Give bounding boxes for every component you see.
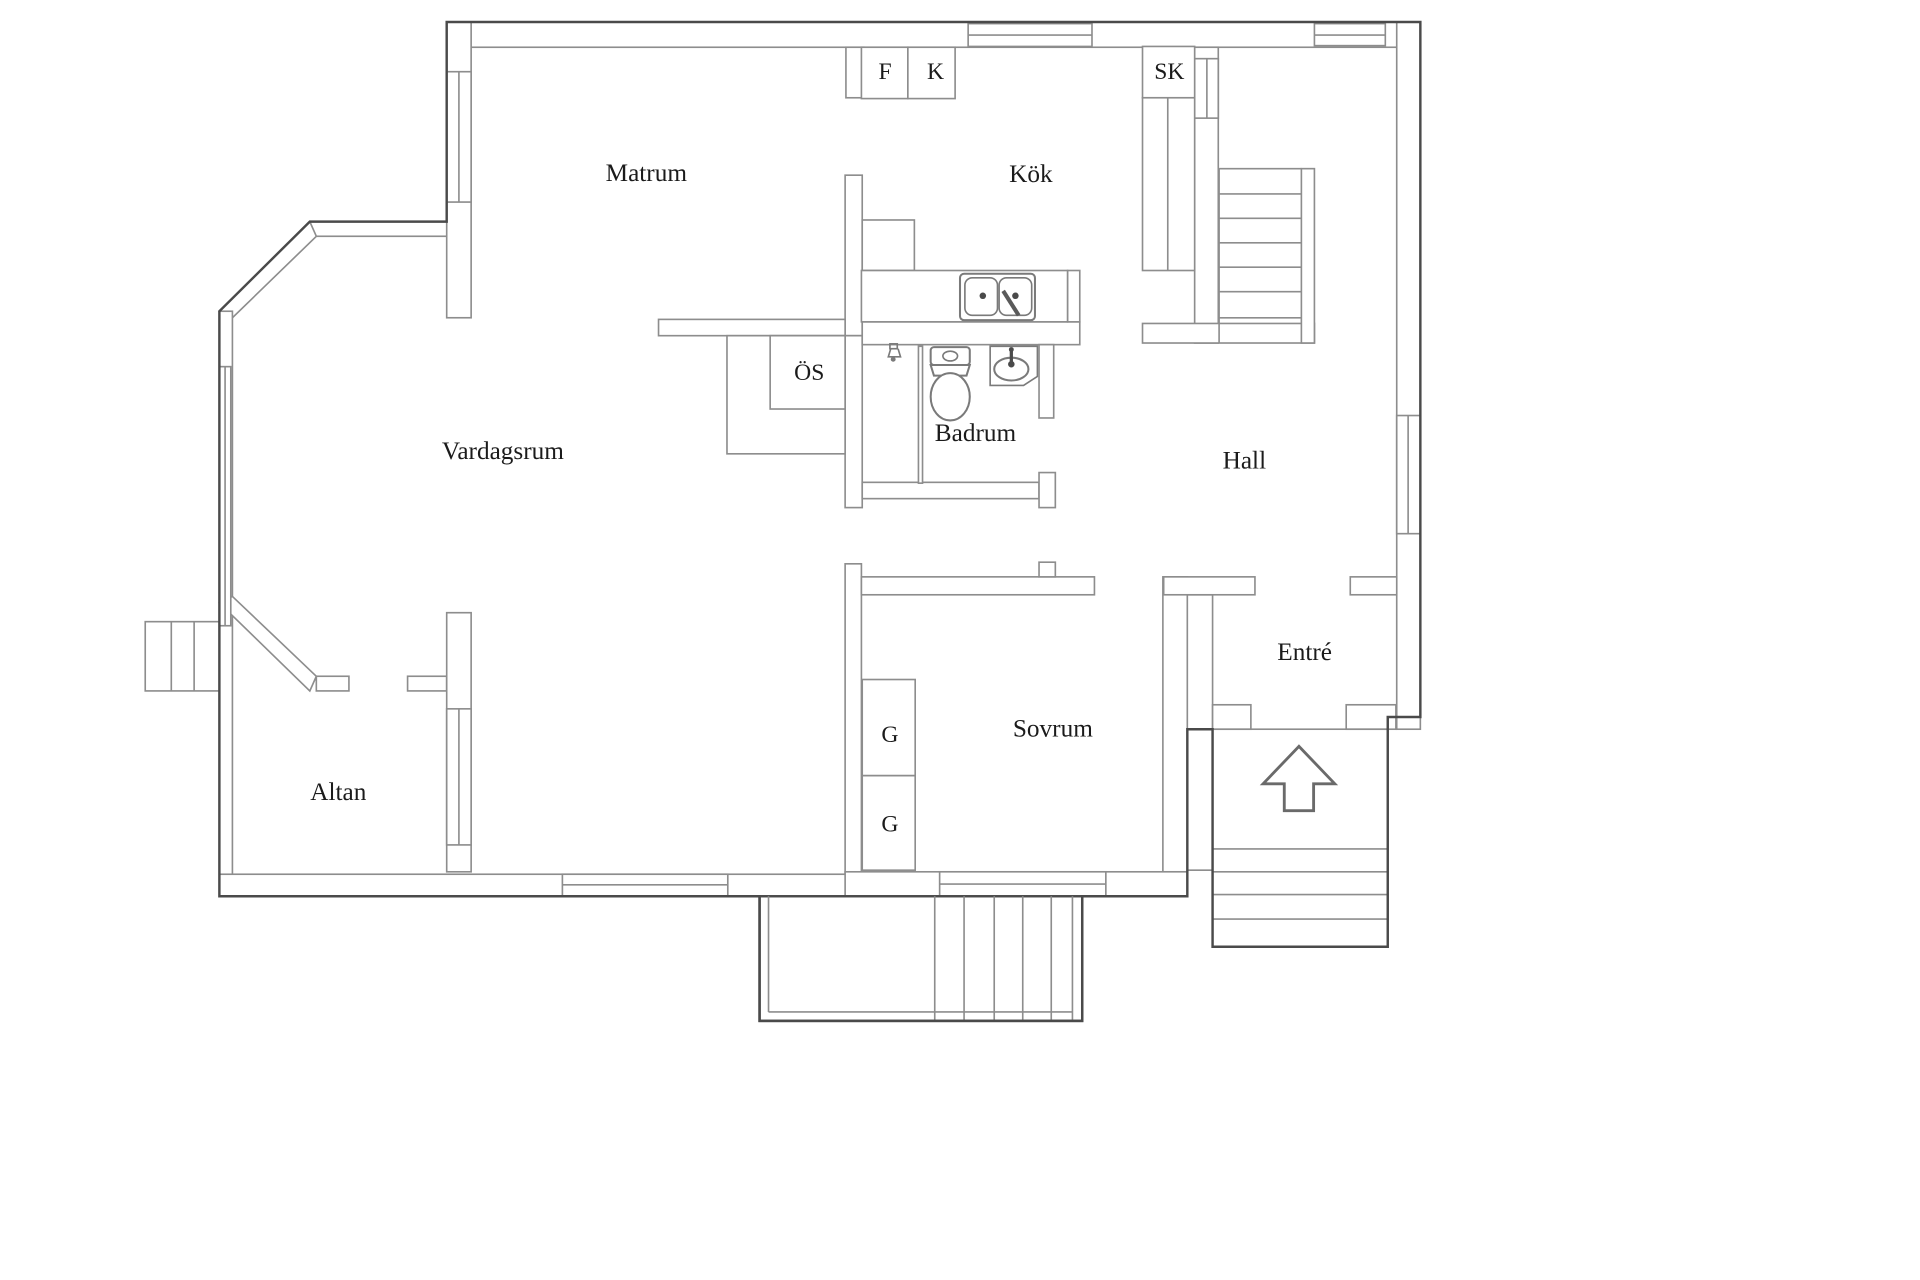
label-freezer-k: K [927, 59, 944, 85]
window-stair-wall [1193, 57, 1220, 119]
wall-bay-diagonal-lower [217, 595, 318, 693]
wall-bay-top [309, 220, 448, 238]
wall-bottom-west [218, 873, 863, 898]
shower-icon [887, 343, 902, 362]
tall-closet [1141, 96, 1196, 272]
kitchen-sink-icon [958, 272, 1036, 322]
wall-sovrum-east [1162, 576, 1189, 873]
room-label-entre: Entré [1277, 638, 1332, 666]
wall-entre-south-left [1211, 703, 1252, 731]
entry-steps-icon [1212, 848, 1388, 920]
label-closet-sk: SK [1154, 59, 1184, 85]
kitchen-counter-box [861, 219, 916, 272]
wall-entre-west [1186, 593, 1214, 871]
wall-badrum-east [1038, 343, 1055, 419]
room-label-vardagsrum: Vardagsrum [442, 437, 564, 465]
wall-badrum-north [861, 321, 1081, 346]
sk-closet-box [1141, 45, 1196, 99]
wall-kitchen-east-cap [1066, 269, 1081, 323]
window-west-lower [218, 365, 232, 627]
wall-right [1395, 21, 1422, 731]
label-fridge-f: F [878, 59, 891, 85]
freezer-box [907, 46, 956, 100]
window-vardagsrum-south [561, 873, 729, 898]
wall-bay-diagonal-upper [217, 220, 318, 319]
label-wardrobe-g2: G [881, 812, 898, 838]
wall-kitchen-south [1141, 322, 1316, 344]
room-label-kok: Kök [1009, 160, 1053, 188]
wall-hall-entre-right [1349, 576, 1398, 596]
wall-hall-sovrum [860, 576, 1096, 596]
wardrobe-box-2 [861, 774, 917, 871]
wall-sovrum-west [844, 563, 863, 876]
wall-altan-top-right [406, 675, 448, 692]
room-label-hall: Hall [1223, 447, 1266, 475]
window-vardagsrum-altan [445, 708, 472, 846]
wall-badrum-west [844, 334, 864, 509]
exterior-outline [218, 20, 1422, 1023]
fireplace [726, 334, 846, 455]
window-hall-east [1395, 414, 1422, 535]
entry-porch [1211, 728, 1389, 948]
windows [218, 22, 1422, 898]
wall-matrum-south [657, 318, 846, 337]
deck-stairs-icon [758, 895, 1084, 1023]
window-top-kitchen [967, 22, 1093, 48]
wall-shower-partition [917, 345, 924, 484]
interior-stairs-icon [1218, 167, 1316, 344]
room-label-sovrum: Sovrum [1013, 715, 1093, 743]
label-wardrobe-g1: G [881, 722, 898, 748]
wall-hall-sovrum-nub [1038, 561, 1057, 578]
wall-badrum-south [861, 481, 1040, 500]
washbasin-icon [989, 345, 1039, 387]
wall-hall-entre-left [1162, 576, 1256, 596]
window-matrum-west [445, 70, 472, 203]
room-label-altan: Altan [310, 778, 366, 806]
entrance-arrow-icon [1259, 744, 1339, 813]
wall-badrum-corner [1038, 471, 1057, 509]
label-fireplace-os: ÖS [794, 360, 824, 386]
wall-matrum-east [844, 174, 864, 337]
side-steps-icon [144, 620, 221, 692]
room-label-matrum: Matrum [606, 159, 688, 187]
wall-top [445, 21, 1422, 49]
window-sovrum-south [938, 870, 1107, 898]
room-labels: Matrum Kök Vardagsrum Badrum Hall Entré … [310, 59, 1332, 838]
toilet-icon [929, 346, 972, 422]
cabinets [726, 45, 1196, 871]
room-label-badrum: Badrum [935, 419, 1017, 447]
wardrobe-box-1 [861, 678, 917, 777]
wall-altan-top-left [315, 675, 350, 692]
window-top-right [1313, 22, 1387, 47]
